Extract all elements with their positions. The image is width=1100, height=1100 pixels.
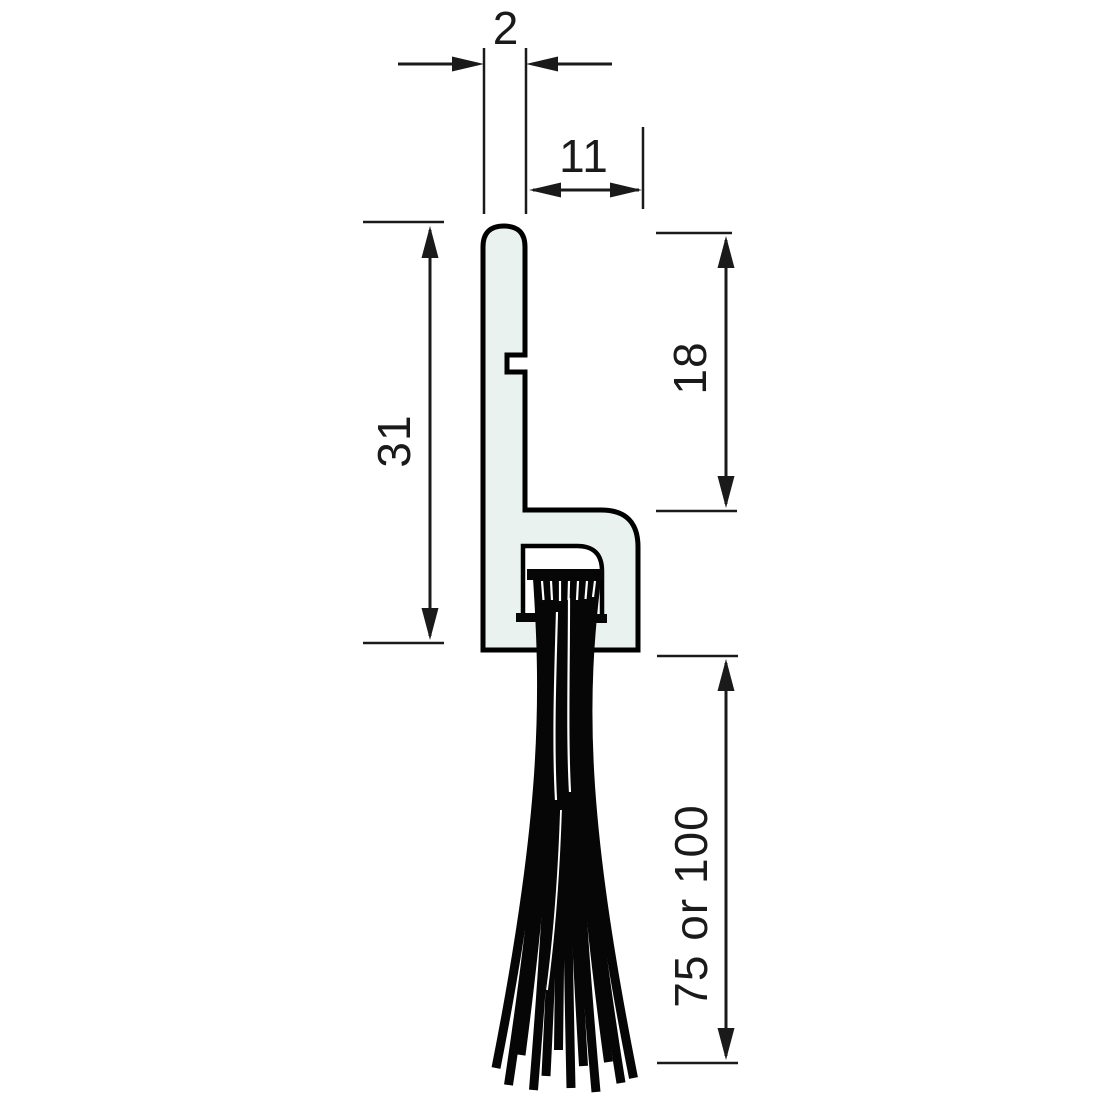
bristle [570,570,601,1093]
brush [491,569,638,1093]
bristle [566,570,588,1067]
bristle-gap [546,809,562,991]
bristle [541,570,564,1077]
bristle [583,570,638,1079]
dimension-brush-length: 75 or 100 [657,654,738,1065]
bristle-gap [553,611,559,801]
bristle-highlights [546,597,572,991]
brush-bristles [491,570,638,1093]
arrowhead-right-icon [452,56,484,72]
bristle-slit [540,580,545,601]
bristle [511,570,551,1041]
arrowhead-left-icon [529,182,561,198]
dimension-flange-width: 11 [529,127,645,209]
arrowhead-up-icon [717,236,735,268]
bristle-slit [567,580,571,601]
arrowhead-right-icon [610,182,642,198]
arrowhead-down-icon [421,608,439,640]
arrowhead-up-icon [717,659,735,691]
dimension-label-leg-height: 31 [368,414,420,467]
bristle [578,570,618,1046]
dimension-label-flange-width: 11 [559,130,609,182]
brush-clamp-bar [527,569,604,580]
bristle [554,570,569,1051]
bristle [491,570,547,1069]
dimension-flange-height: 18 [656,231,737,513]
bristle-slit [575,580,580,601]
arrowhead-down-icon [717,476,735,508]
bristle-slit [591,580,597,598]
dimension-label-flange-height: 18 [664,341,716,394]
clamp-slits [540,580,597,601]
channel-lip-left [516,613,541,622]
bristle [529,570,559,1091]
dimension-leg-height: 31 [363,220,444,645]
arrowhead-left-icon [526,56,558,72]
dimension-label-brush-length: 75 or 100 [665,804,717,1007]
dimension-label-top-width: 2 [493,2,520,54]
bristle-gap [567,597,572,793]
arrowhead-up-icon [421,226,439,258]
dimension-top-width: 2 [398,2,612,214]
arrowhead-down-icon [717,1028,735,1060]
bristle-slit [549,580,554,601]
bristle-slit [584,580,589,600]
